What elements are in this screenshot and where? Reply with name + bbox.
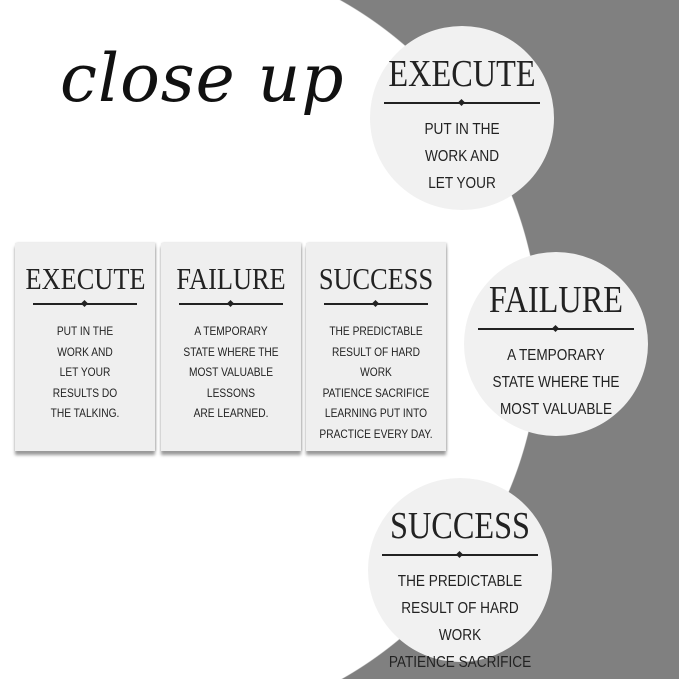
closeup-heading: FAILURE: [489, 279, 623, 321]
panel-heading: EXECUTE: [25, 261, 146, 296]
panel-text: PUT IN THE WORK AND LET YOUR RESULTS DO …: [26, 321, 145, 424]
closeup-success: SUCCESS THE PREDICTABLE RESULT OF HARD W…: [368, 478, 552, 671]
closeup-failure: FAILURE A TEMPORARY STATE WHERE THE MOST…: [464, 252, 648, 436]
text-line: MOST VALUABLE: [499, 401, 613, 418]
closeup-execute: EXECUTE PUT IN THE WORK AND LET YOUR: [370, 26, 554, 210]
divider-ornament: [33, 303, 137, 305]
text-line: LESSONS: [206, 385, 256, 400]
text-line: STATE WHERE THE: [492, 374, 620, 391]
divider-ornament: [324, 303, 428, 305]
text-line: WORK AND: [424, 148, 500, 165]
canvas-success: SUCCESS THE PREDICTABLE RESULT OF HARD W…: [306, 243, 446, 451]
panel-text: THE PREDICTABLE RESULT OF HARD WORK PATI…: [317, 321, 436, 444]
text-line: THE PREDICTABLE: [397, 573, 523, 590]
text-line: RESULT OF HARD WORK: [401, 600, 519, 644]
text-line: ARE LEARNED.: [193, 406, 269, 420]
panel-heading: SUCCESS: [318, 261, 434, 296]
divider-ornament: [478, 328, 634, 330]
text-line: RESULT OF HARD WORK: [331, 344, 421, 380]
canvas-failure: FAILURE A TEMPORARY STATE WHERE THE MOST…: [161, 243, 301, 451]
divider-ornament: [179, 303, 283, 305]
text-line: A TEMPORARY: [194, 324, 268, 338]
closeup-text: A TEMPORARY STATE WHERE THE MOST VALUABL…: [478, 342, 634, 423]
text-line: THE TALKING.: [50, 406, 120, 420]
text-line: LET YOUR: [59, 365, 111, 379]
close-up-title: close up: [60, 40, 345, 117]
text-line: THE PREDICTABLE: [329, 324, 423, 338]
closeup-text: PUT IN THE WORK AND LET YOUR: [384, 116, 540, 197]
canvas-execute: EXECUTE PUT IN THE WORK AND LET YOUR RES…: [15, 243, 155, 451]
text-line: LEARNING PUT INTO: [324, 406, 428, 420]
divider-ornament: [382, 554, 538, 556]
text-line: WORK AND: [57, 344, 113, 359]
text-line: PATIENCE SACRIFICE: [322, 385, 430, 400]
text-line: PUT IN THE: [56, 324, 114, 338]
text-line: PUT IN THE: [424, 121, 500, 138]
text-line: LET YOUR: [428, 175, 496, 192]
text-line: MOST VALUABLE: [188, 365, 274, 379]
closeup-heading: SUCCESS: [389, 505, 531, 547]
closeup-text: THE PREDICTABLE RESULT OF HARD WORK PATI…: [382, 568, 538, 676]
text-line: A TEMPORARY: [507, 347, 605, 364]
closeup-heading: EXECUTE: [388, 53, 536, 95]
panel-text: A TEMPORARY STATE WHERE THE MOST VALUABL…: [172, 321, 291, 424]
divider-ornament: [384, 102, 540, 104]
text-line: PATIENCE SACRIFICE: [388, 654, 532, 671]
text-line: RESULTS DO: [52, 385, 118, 400]
text-line: PRACTICE EVERY DAY.: [319, 426, 433, 441]
panel-heading: FAILURE: [176, 261, 286, 296]
text-line: STATE WHERE THE: [183, 344, 279, 359]
